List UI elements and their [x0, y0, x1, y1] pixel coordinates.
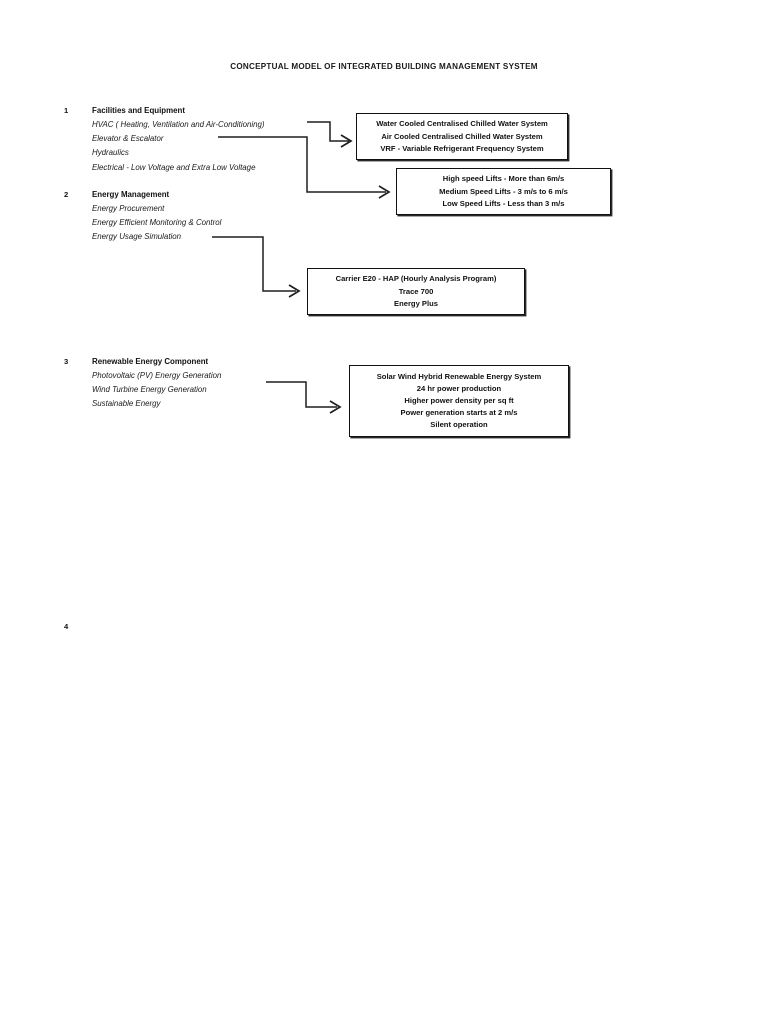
section-2-item-energy-usage-simulation: Energy Usage Simulation	[92, 232, 182, 241]
flow-box-hvac-systems: Water Cooled Centralised Chilled Water S…	[356, 113, 568, 160]
section-1-item-electrical: Electrical - Low Voltage and Extra Low V…	[92, 163, 256, 172]
connector-hvac-to-chilled-water-box	[307, 121, 349, 142]
flow-box-software-line-1: Carrier E20 - HAP (Hourly Analysis Progr…	[335, 273, 497, 283]
section-number-2: 2	[64, 190, 69, 199]
flow-box-hvac-line-3: VRF - Variable Refrigerant Frequency Sys…	[380, 144, 544, 154]
arrowhead-renewable-to-solar-wind-box	[329, 400, 342, 414]
section-1-item-elevator-escalator: Elevator & Escalator	[92, 134, 164, 143]
arrowhead-hvac-to-chilled-water-box	[340, 134, 353, 148]
section-3-item-photovoltaic: Photovoltaic (PV) Energy Generation	[92, 371, 222, 380]
arrowhead-elevator-to-lift-speeds-box	[378, 185, 391, 199]
flow-box-software-line-2: Trace 700	[398, 286, 434, 296]
section-2-item-energy-efficient-monitoring: Energy Efficient Monitoring & Control	[92, 218, 222, 227]
flow-box-simulation-software: Carrier E20 - HAP (Hourly Analysis Progr…	[307, 268, 525, 315]
flow-box-renewable-line-4: Power generation starts at 2 m/s	[400, 408, 518, 418]
section-number-1: 1	[64, 106, 69, 115]
flow-box-hvac-line-1: Water Cooled Centralised Chilled Water S…	[376, 118, 548, 128]
section-1-item-hvac: HVAC ( Heating, Ventilation and Air-Cond…	[92, 120, 265, 129]
section-number-4: 4	[64, 622, 69, 631]
section-heading-renewable-energy-component: Renewable Energy Component	[92, 357, 209, 366]
flow-box-lifts-line-3: Low Speed Lifts - Less than 3 m/s	[442, 199, 565, 209]
flow-box-lifts-line-1: High speed Lifts - More than 6m/s	[442, 173, 565, 183]
flow-box-lift-speeds: High speed Lifts - More than 6m/s Medium…	[396, 168, 611, 215]
section-number-3: 3	[64, 357, 69, 366]
section-heading-facilities-and-equipment: Facilities and Equipment	[92, 106, 185, 115]
flow-box-renewable-system: Solar Wind Hybrid Renewable Energy Syste…	[349, 365, 569, 437]
flow-box-lifts-line-2: Medium Speed Lifts - 3 m/s to 6 m/s	[439, 186, 568, 196]
flow-box-software-line-3: Energy Plus	[394, 299, 438, 309]
section-2-item-energy-procurement: Energy Procurement	[92, 204, 165, 213]
section-3-item-sustainable-energy: Sustainable Energy	[92, 399, 161, 408]
flow-box-renewable-line-5: Silent operation	[430, 420, 488, 430]
flow-box-renewable-line-2: 24 hr power production	[416, 384, 502, 394]
connector-renewable-to-solar-wind-box	[266, 381, 337, 408]
page-title: CONCEPTUAL MODEL OF INTEGRATED BUILDING …	[230, 62, 538, 71]
section-heading-energy-management: Energy Management	[92, 190, 170, 199]
connector-energy-simulation-to-software-box	[212, 236, 296, 292]
section-3-item-wind-turbine: Wind Turbine Energy Generation	[92, 385, 207, 394]
section-1-item-hydraulics: Hydraulics	[92, 148, 129, 157]
flow-box-hvac-line-2: Air Cooled Centralised Chilled Water Sys…	[381, 131, 543, 141]
arrowhead-energy-simulation-to-software-box	[288, 284, 301, 298]
flow-box-renewable-line-3: Higher power density per sq ft	[404, 396, 514, 406]
flow-box-renewable-line-1: Solar Wind Hybrid Renewable Energy Syste…	[376, 372, 542, 382]
